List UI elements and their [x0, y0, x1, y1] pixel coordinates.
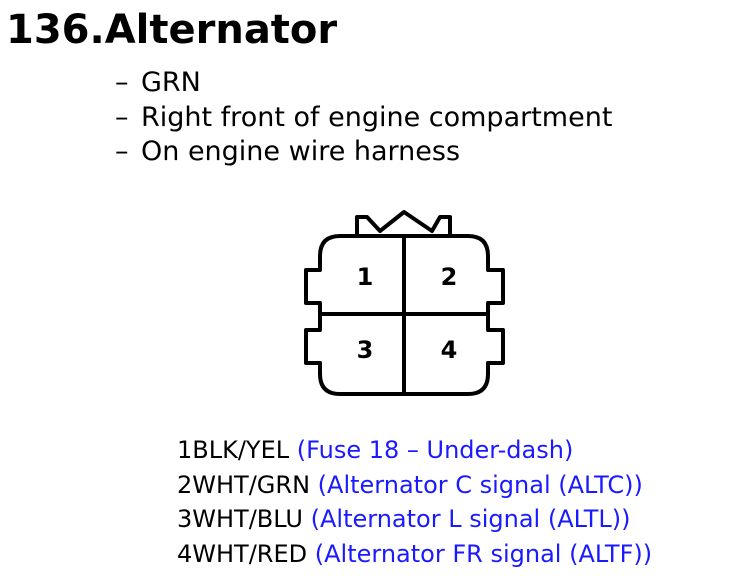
pin-row: 2WHT/GRN (Alternator C signal (ALTC)) [177, 468, 652, 503]
cavity-label-2: 2 [441, 263, 458, 291]
bullet-dash: – [115, 136, 129, 167]
pin-wire: 2WHT/GRN [177, 470, 311, 499]
pin-description: (Alternator L signal (ALTL)) [310, 505, 631, 533]
pin-row: 1BLK/YEL (Fuse 18 – Under-dash) [177, 433, 652, 468]
connector-outline [304, 234, 505, 396]
bullet-dash: – [115, 67, 129, 98]
page-title: 136.Alternator [6, 7, 338, 53]
pin-wire: 4WHT/RED [177, 539, 308, 568]
cavity-label-4: 4 [441, 336, 458, 364]
pin-wire: 1BLK/YEL [177, 436, 290, 464]
pin-row: 4WHT/RED (Alternator FR signal (ALTF)) [177, 537, 652, 572]
cavity-label-1: 1 [357, 263, 374, 291]
detail-color: –GRN [115, 66, 612, 101]
detail-location: –Right front of engine compartment [115, 101, 612, 136]
pin-wire: 3WHT/BLU [177, 505, 303, 533]
pin-row: 3WHT/BLU (Alternator L signal (ALTL)) [177, 502, 652, 537]
cavity-label-3: 3 [357, 336, 374, 364]
bullet-dash: – [115, 101, 129, 133]
detail-harness: –On engine wire harness [115, 135, 612, 170]
detail-text: Right front of engine compartment [141, 101, 613, 133]
connector-lock-tab [355, 210, 452, 236]
pin-description: (Alternator C signal (ALTC)) [317, 470, 643, 499]
detail-text: On engine wire harness [141, 136, 461, 167]
pin-description: (Alternator FR signal (ALTF)) [314, 539, 653, 568]
connector-details-list: –GRN –Right front of engine compartment … [115, 66, 612, 170]
connector-diagram: 1 2 3 4 [304, 210, 505, 396]
pinout-list: 1BLK/YEL (Fuse 18 – Under-dash) 2WHT/GRN… [177, 433, 652, 571]
detail-text: GRN [141, 67, 201, 98]
pin-description: (Fuse 18 – Under-dash) [296, 436, 574, 464]
